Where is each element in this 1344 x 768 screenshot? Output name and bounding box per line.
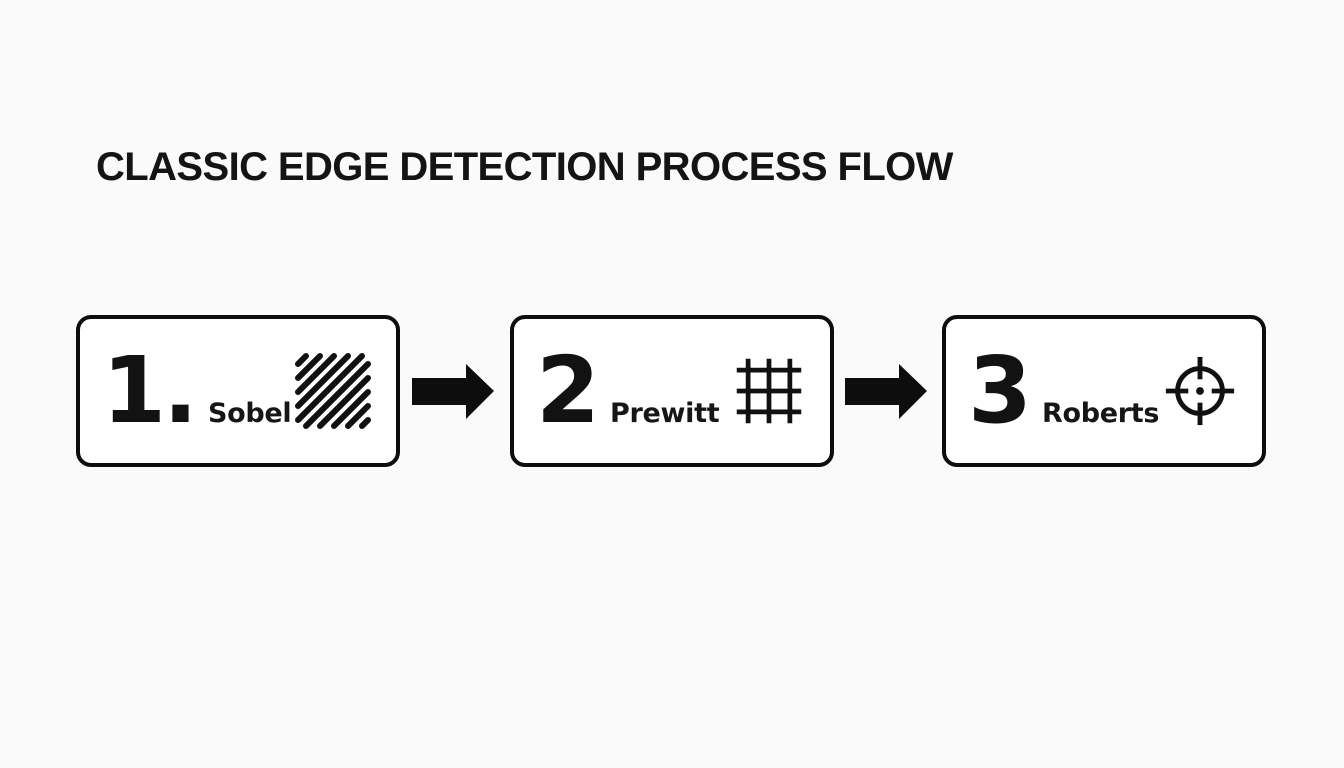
diagonal-stripes-icon [294,352,372,430]
step-number-label-group: 3 Roberts [968,336,1160,444]
step-number: 2 [536,336,600,444]
step-label: Roberts [1042,397,1160,429]
crosshair-icon [1162,353,1238,429]
grid-icon [732,354,806,428]
step-number-label-group: 1. Sobel [102,336,292,444]
step-number: 1. [102,336,198,444]
arrow-right-icon [412,364,494,419]
step-number-label-group: 2 Prewitt [536,336,720,444]
step-box-roberts: 3 Roberts [942,315,1266,467]
arrow-right-icon [845,364,927,419]
step-label: Sobel [207,397,292,429]
step-number: 3 [968,336,1032,444]
step-box-prewitt: 2 Prewitt [510,315,834,467]
step-label: Prewitt [610,397,720,429]
step-box-sobel: 1. Sobel [76,315,400,467]
page-title: CLASSIC EDGE DETECTION PROCESS FLOW [96,145,953,189]
